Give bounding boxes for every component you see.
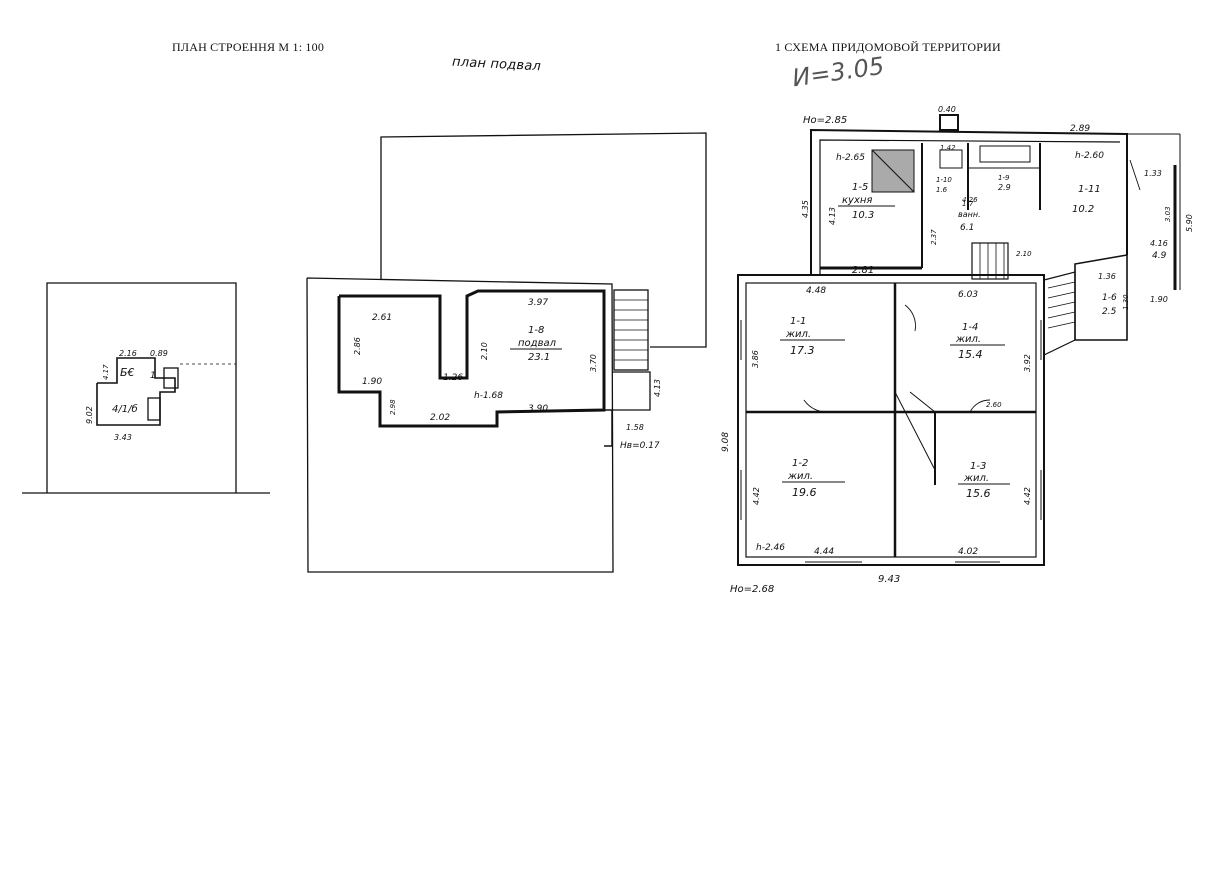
outbuilding-dim-bottom: 3.43 <box>114 433 132 442</box>
room-1-1-id: 1-1 <box>790 316 806 327</box>
dim-210: 2.10 <box>1016 250 1032 258</box>
room-1-4-id: 1-4 <box>962 322 978 333</box>
room-1-7-id: 1-7 <box>962 200 974 208</box>
basement-dim-210: 2.10 <box>480 342 489 360</box>
room-1-3-id: 1-3 <box>970 461 986 472</box>
dim-448: 4.48 <box>806 286 826 296</box>
basement-dim-158: 1.58 <box>626 423 644 432</box>
dim-392: 3.92 <box>1023 354 1032 372</box>
dim-136: 1.36 <box>1098 272 1116 281</box>
basement-dim-190: 1.90 <box>362 377 382 387</box>
outbuilding-dim-small: 0.89 <box>150 349 168 358</box>
room-porch-area: 4.9 <box>1152 251 1167 261</box>
room-1-4-area: 15.4 <box>958 348 983 361</box>
dim-190: 1.90 <box>1150 295 1168 304</box>
dim-386: 3.86 <box>751 350 760 368</box>
room-1-1-area: 17.3 <box>790 344 815 357</box>
room-1-9-area: 2.9 <box>998 183 1011 192</box>
dim-130: 1.30 <box>1122 294 1130 310</box>
right-room-height: h-2.60 <box>1075 151 1104 161</box>
room-1-2-area: 19.6 <box>792 486 817 499</box>
dim-260: 2.60 <box>986 401 1002 409</box>
house-top-level: Нo=2.85 <box>803 115 847 126</box>
dim-943: 9.43 <box>878 574 900 585</box>
dim-top-right: 2.89 <box>1070 124 1090 134</box>
room-1-3-name: жил. <box>963 473 989 484</box>
main-height: h-2.46 <box>756 543 785 553</box>
dim-142: 1.42 <box>940 144 956 152</box>
dim-402: 4.02 <box>958 547 978 557</box>
dim-303: 3.03 <box>1164 206 1172 222</box>
basement-room-name: подвал <box>518 338 557 349</box>
room-1-2-id: 1-2 <box>792 458 808 469</box>
basement-dim-286: 2.86 <box>353 337 362 355</box>
basement-dim-370: 3.70 <box>589 354 598 372</box>
outbuilding-dim-side: 4.17 <box>102 364 110 380</box>
room-1-6-area: 2.5 <box>1102 307 1117 317</box>
room-1-6-id: 1-6 <box>1102 293 1117 303</box>
outbuilding-plot <box>22 282 270 494</box>
outbuilding-room-number: 1 <box>150 371 156 381</box>
basement-height: h-1.68 <box>474 391 503 401</box>
dim-908: 9.08 <box>721 432 731 452</box>
room-1-5-id: 1-5 <box>852 182 868 193</box>
dim-413: 4.13 <box>828 207 837 225</box>
dim-442-left: 4.42 <box>752 487 761 505</box>
room-1-5-name: кухня <box>842 195 872 206</box>
site-scheme-title: 1 СХЕМА ПРИДОМОВОЙ ТЕРРИТОРИИ <box>775 40 1001 54</box>
dim-133: 1.33 <box>1144 169 1162 178</box>
dim-590: 5.90 <box>1185 214 1194 232</box>
outbuilding-dim-height: 9.02 <box>85 406 94 424</box>
room-1-4-name: жил. <box>955 334 981 345</box>
room-1-9-id: 1-9 <box>998 174 1010 182</box>
dim-416: 4.16 <box>1150 239 1168 248</box>
basement-dim-390: 3.90 <box>528 404 548 414</box>
chimney-size: 0.40 <box>938 105 956 114</box>
outbuilding-letter-label: Б€ <box>120 366 135 379</box>
dim-435: 4.35 <box>801 200 810 218</box>
dim-426: 4.26 <box>962 196 978 204</box>
room-1-11-area: 10.2 <box>1072 204 1094 215</box>
basement-level: Нв=0.17 <box>620 441 660 451</box>
kitchen-height: h-2.65 <box>836 153 865 163</box>
plan-title: ПЛАН СТРОЕННЯ М 1: 100 <box>172 40 325 54</box>
dim-444: 4.44 <box>814 547 834 557</box>
basement-dim-397: 3.97 <box>528 298 548 308</box>
basement-room-area: 23.1 <box>528 352 550 363</box>
basement-dim-202: 2.02 <box>430 413 450 423</box>
dim-603: 6.03 <box>958 290 978 300</box>
dim-442-right: 4.42 <box>1023 487 1032 505</box>
basement-room-outline <box>337 289 613 447</box>
dim-281: 2.81 <box>852 265 874 276</box>
house-walls <box>737 114 1181 566</box>
room-1-3-area: 15.6 <box>966 487 991 500</box>
room-1-10-area: 1.6 <box>936 186 948 194</box>
room-1-5-area: 10.3 <box>852 210 874 221</box>
basement-room-id: 1-8 <box>528 325 544 336</box>
room-1-1-name: жил. <box>785 329 811 340</box>
room-1-7-name: ванн. <box>958 210 981 219</box>
basement-dim-261: 2.61 <box>372 313 392 323</box>
room-1-10-id: 1-10 <box>936 176 952 184</box>
house-ground-level: Нo=2.68 <box>730 584 774 595</box>
room-1-11-id: 1-11 <box>1078 184 1101 195</box>
room-1-7-area: 6.1 <box>960 223 974 233</box>
basement-dim-126: 1.26 <box>443 373 463 383</box>
basement-dim-413: 4.13 <box>653 379 662 397</box>
room-1-2-name: жил. <box>787 471 813 482</box>
outbuilding-dim-width: 2.16 <box>119 349 137 358</box>
outbuilding-reference: 4/1/б <box>112 403 138 415</box>
dim-237: 2.37 <box>930 229 938 245</box>
basement-plot <box>306 132 707 573</box>
basement-dim-298: 2.98 <box>389 399 397 415</box>
